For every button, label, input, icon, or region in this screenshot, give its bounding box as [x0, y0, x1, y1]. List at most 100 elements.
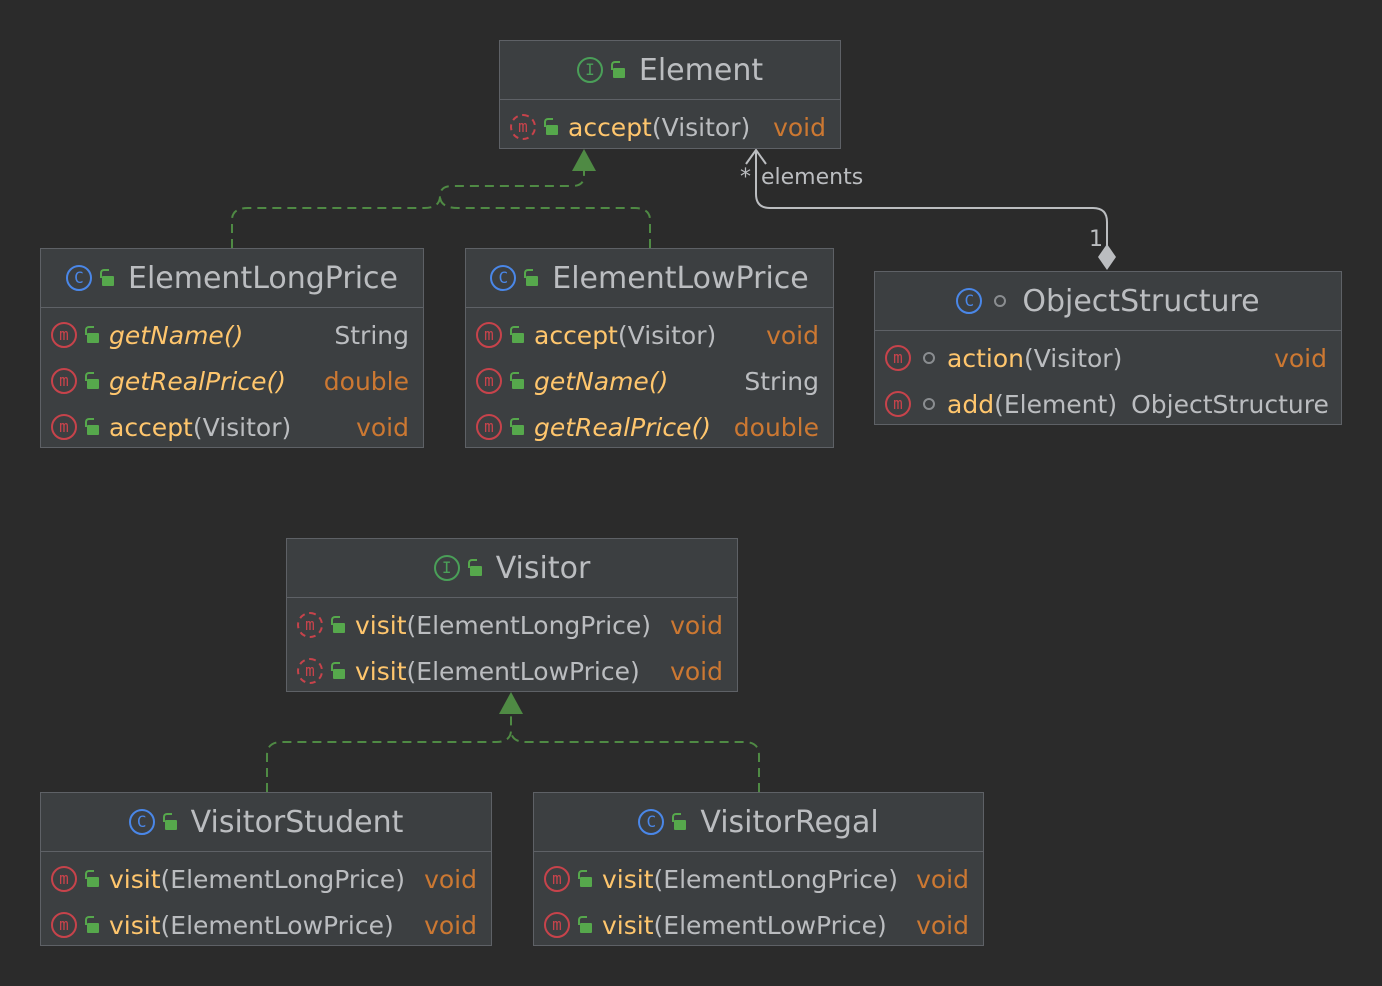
class-element-low-price[interactable]: C ElementLowPrice m accept(Visitor) void… [465, 248, 834, 448]
method-params: Visitor [661, 112, 741, 142]
public-lock-icon [544, 118, 558, 135]
method-icon: m [544, 866, 570, 892]
method-icon: m [51, 414, 77, 440]
return-type: void [1274, 343, 1327, 373]
realization-edge-low-price [439, 195, 651, 248]
method-params: Visitor [627, 320, 707, 350]
public-lock-icon [578, 916, 592, 933]
method-row[interactable]: m visit(ElementLongPrice) void [41, 856, 491, 902]
method-name: accept [568, 112, 652, 142]
method-params: Visitor [1033, 343, 1113, 373]
method-name: visit [109, 910, 161, 940]
class-visitor[interactable]: I Visitor m visit(ElementLongPrice) void… [286, 538, 738, 692]
method-name: getRealPrice [109, 366, 267, 396]
method-params: ElementLongPrice [170, 864, 396, 894]
method-params: ElementLowPrice [416, 656, 631, 686]
class-header: C VisitorStudent [41, 793, 491, 852]
method-row[interactable]: m getName() String [466, 358, 833, 404]
method-icon: m [51, 912, 77, 938]
public-lock-icon [510, 372, 524, 389]
method-row[interactable]: m action(Visitor) void [875, 335, 1341, 381]
public-lock-icon [100, 269, 114, 286]
class-header: C ElementLowPrice [466, 249, 833, 308]
method-row[interactable]: m getName() String [41, 312, 423, 358]
class-icon: C [956, 288, 983, 314]
class-element[interactable]: I Element m accept(Visitor) void [499, 40, 841, 149]
method-icon: m [510, 114, 536, 140]
public-lock-icon [467, 559, 482, 576]
class-name: ObjectStructure [1022, 283, 1260, 319]
return-type: String [334, 320, 409, 350]
class-header: I Visitor [287, 539, 737, 598]
method-name: visit [355, 610, 407, 640]
method-icon: m [476, 368, 502, 394]
method-row[interactable]: m visit(ElementLongPrice) void [287, 602, 737, 648]
association-edge-elements [755, 152, 1108, 248]
method-name: getRealPrice [534, 412, 692, 442]
class-element-long-price[interactable]: C ElementLongPrice m getName() String m … [40, 248, 424, 448]
package-private-icon [923, 398, 935, 410]
method-icon: m [297, 658, 323, 684]
class-header: C ElementLongPrice [41, 249, 423, 308]
class-visitor-regal[interactable]: C VisitorRegal m visit(ElementLongPrice)… [533, 792, 984, 946]
method-name: action [947, 343, 1024, 373]
public-lock-icon [331, 616, 345, 633]
class-name: Visitor [495, 550, 591, 586]
public-lock-icon [85, 870, 99, 887]
method-icon: m [297, 612, 323, 638]
return-type: void [773, 112, 826, 142]
realization-arrowhead-visitor [499, 692, 523, 714]
public-lock-icon [331, 662, 345, 679]
method-params: ElementLowPrice [170, 910, 385, 940]
return-type: void [670, 656, 723, 686]
class-icon: C [490, 265, 517, 291]
method-row[interactable]: m accept(Visitor) void [500, 104, 840, 150]
return-type: double [323, 366, 409, 396]
class-visitor-student[interactable]: C VisitorStudent m visit(ElementLongPric… [40, 792, 492, 946]
method-row[interactable]: m add(Element) ObjectStructure [875, 381, 1341, 427]
method-name: visit [355, 656, 407, 686]
method-name: visit [109, 864, 161, 894]
method-row[interactable]: m getRealPrice() double [466, 404, 833, 450]
method-name: visit [602, 864, 654, 894]
public-lock-icon [524, 269, 539, 286]
class-header: I Element [500, 41, 840, 100]
method-row[interactable]: m visit(ElementLowPrice) void [287, 648, 737, 694]
method-row[interactable]: m accept(Visitor) void [41, 404, 423, 450]
realization-edge-visitor-regal [510, 729, 760, 792]
method-icon: m [476, 414, 502, 440]
method-icon: m [476, 322, 502, 348]
public-lock-icon [510, 326, 524, 343]
method-row[interactable]: m visit(ElementLowPrice) void [41, 902, 491, 948]
method-icon: m [51, 322, 77, 348]
method-row[interactable]: m getRealPrice() double [41, 358, 423, 404]
composition-diamond [1098, 244, 1116, 270]
package-private-icon [923, 352, 935, 364]
method-name: getName [109, 320, 224, 350]
return-type: void [356, 412, 409, 442]
method-row[interactable]: m accept(Visitor) void [466, 312, 833, 358]
method-name: accept [534, 320, 618, 350]
method-row[interactable]: m visit(ElementLongPrice) void [534, 856, 983, 902]
class-icon: C [128, 809, 155, 835]
return-type: void [424, 910, 477, 940]
return-type: void [766, 320, 819, 350]
class-name: VisitorStudent [190, 804, 404, 840]
class-name: Element [638, 52, 764, 88]
realization-edge-visitor-student [266, 716, 512, 792]
class-icon: C [66, 265, 92, 291]
class-header: C VisitorRegal [534, 793, 983, 852]
public-lock-icon [610, 61, 625, 78]
public-lock-icon [162, 813, 177, 830]
method-name: add [947, 389, 995, 419]
return-type: double [733, 412, 819, 442]
return-type: void [424, 864, 477, 894]
method-name: visit [602, 910, 654, 940]
association-source-multiplicity: 1 [1089, 227, 1103, 252]
class-icon: C [638, 809, 665, 835]
public-lock-icon [672, 813, 687, 830]
class-object-structure[interactable]: C ObjectStructure m action(Visitor) void… [874, 271, 1342, 425]
package-private-icon [994, 295, 1007, 307]
method-icon: m [885, 391, 911, 417]
method-row[interactable]: m visit(ElementLowPrice) void [534, 902, 983, 948]
